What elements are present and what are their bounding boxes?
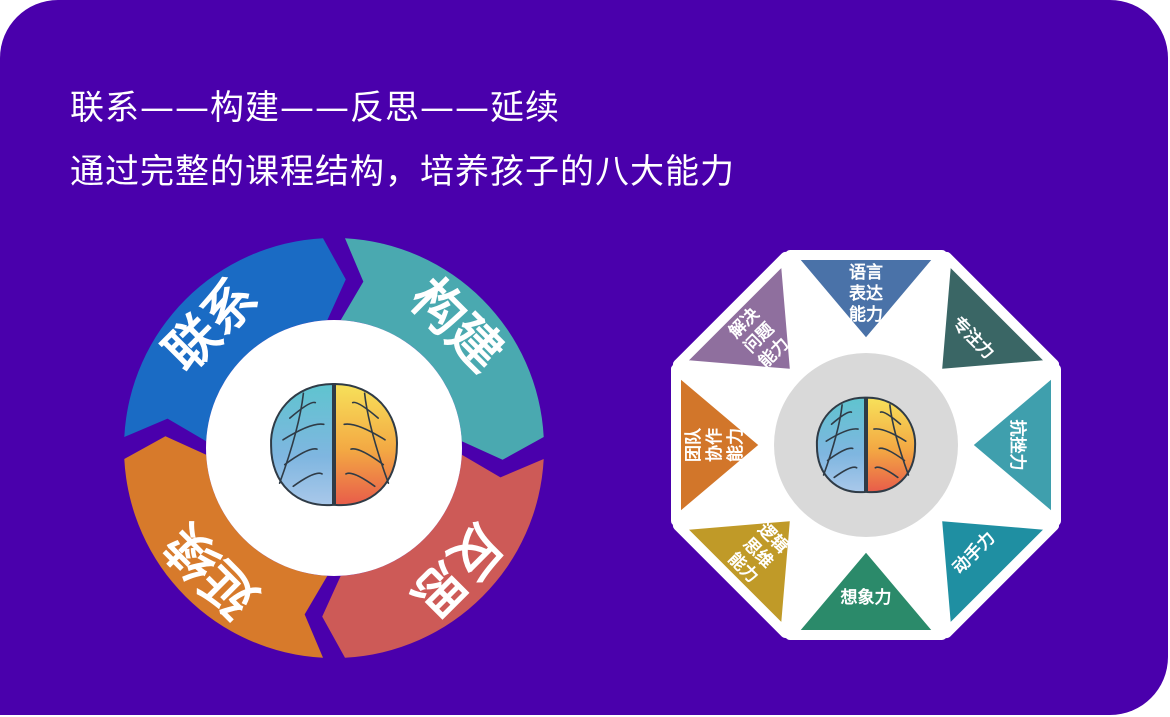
ability-label: 团队协作能力 — [683, 427, 746, 462]
ability-label: 抗挫力 — [1007, 420, 1028, 471]
cycle-segment — [124, 238, 346, 442]
cycle-segment — [124, 436, 328, 658]
ability-triangle — [672, 251, 801, 380]
brain-icon — [815, 396, 917, 494]
ability-triangle — [931, 510, 1060, 639]
ability-label: 语言表达能力 — [849, 262, 883, 325]
brain-icon — [270, 382, 398, 507]
ability-triangle — [672, 510, 801, 639]
ability-triangle — [785, 250, 947, 350]
ability-triangle — [671, 364, 771, 526]
headline-abilities: 通过完整的课程结构，培养孩子的八大能力 — [70, 152, 735, 192]
ability-label: 想象力 — [841, 587, 892, 608]
ability-triangle — [785, 540, 947, 640]
cycle-segment — [340, 238, 544, 460]
cycle-segment — [322, 454, 544, 658]
ability-triangle — [961, 364, 1061, 526]
ability-triangle — [931, 251, 1060, 380]
headline-process: 联系——构建——反思——延续 — [70, 88, 560, 128]
